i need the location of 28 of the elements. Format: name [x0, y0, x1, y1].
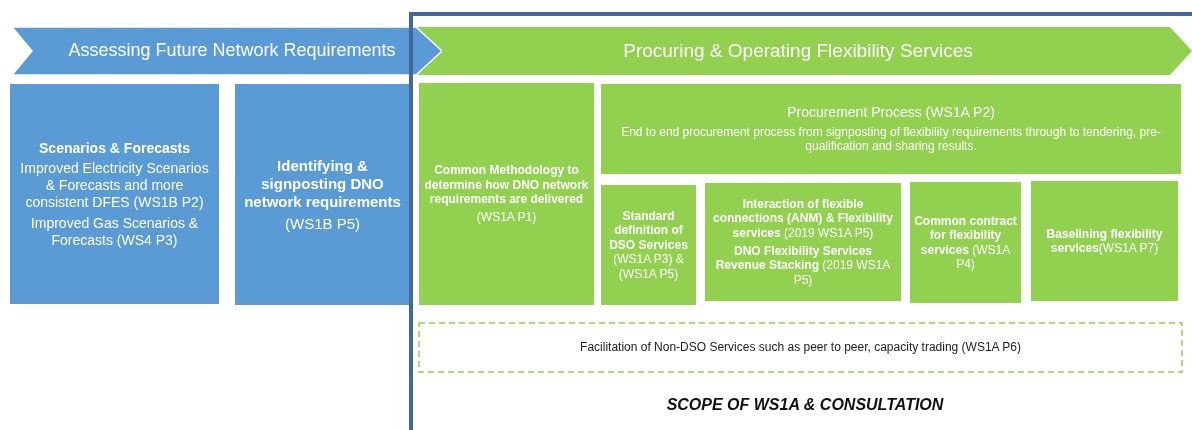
box-text: Standard definition of DSO Services (WS1A P3) & (WS1A P5): [608, 209, 689, 281]
box-text: Scenarios & Forecasts: [39, 139, 190, 157]
process-box: [235, 84, 410, 305]
process-box: [10, 84, 219, 304]
scope-caption: SCOPE OF WS1A & CONSULTATION: [665, 396, 945, 414]
process-box: [1031, 181, 1178, 301]
process-box: [705, 183, 901, 301]
box-text: (WS1B P5): [285, 214, 360, 233]
box-text: Common contract for flexibility services (WS1A P4): [914, 213, 1017, 272]
box-text: Common Methodology to determine how DNO network requirements are delivered: [423, 163, 590, 207]
box-text: Improved Electricity Scenarios & Forecasts and more consistent DFES (WS1B P2): [19, 160, 210, 211]
box-text: Facilitation of Non-DSO Services such as peer to peer, capacity trading (WS1A P6): [580, 340, 1021, 355]
box-text: Assessing Future Network Requirements: [68, 40, 396, 62]
box-text: Identifying & signposting DNO network requirements: [243, 156, 402, 211]
box-text: (WS1A P1): [476, 210, 537, 225]
box-text: Improved Gas Scenarios & Forecasts (WS4 P3): [29, 214, 200, 249]
box-text: DNO Flexibility Services Revenue Stacking (2019 WS1A P5): [714, 244, 892, 288]
box-text: Interaction of flexible connections (ANM) & Flexibility services (2019 WS1A P5): [712, 196, 894, 240]
box-text: Procurement Process (WS1A P2): [787, 104, 995, 121]
process-box: [601, 84, 1181, 174]
process-box: [601, 185, 696, 305]
process-box: [910, 182, 1021, 303]
box-text: End to end procurement process from signposting of flexibility requirements through to tendering, pre-qualification and sharing results.: [620, 125, 1162, 154]
process-box: [419, 83, 594, 305]
chevron-banner: [12, 27, 442, 75]
box-text: Baselining flexibility services(WS1A P7): [1045, 226, 1164, 256]
dashed-box: [418, 322, 1183, 373]
box-text: Procuring & Operating Flexibility Services: [623, 39, 973, 63]
